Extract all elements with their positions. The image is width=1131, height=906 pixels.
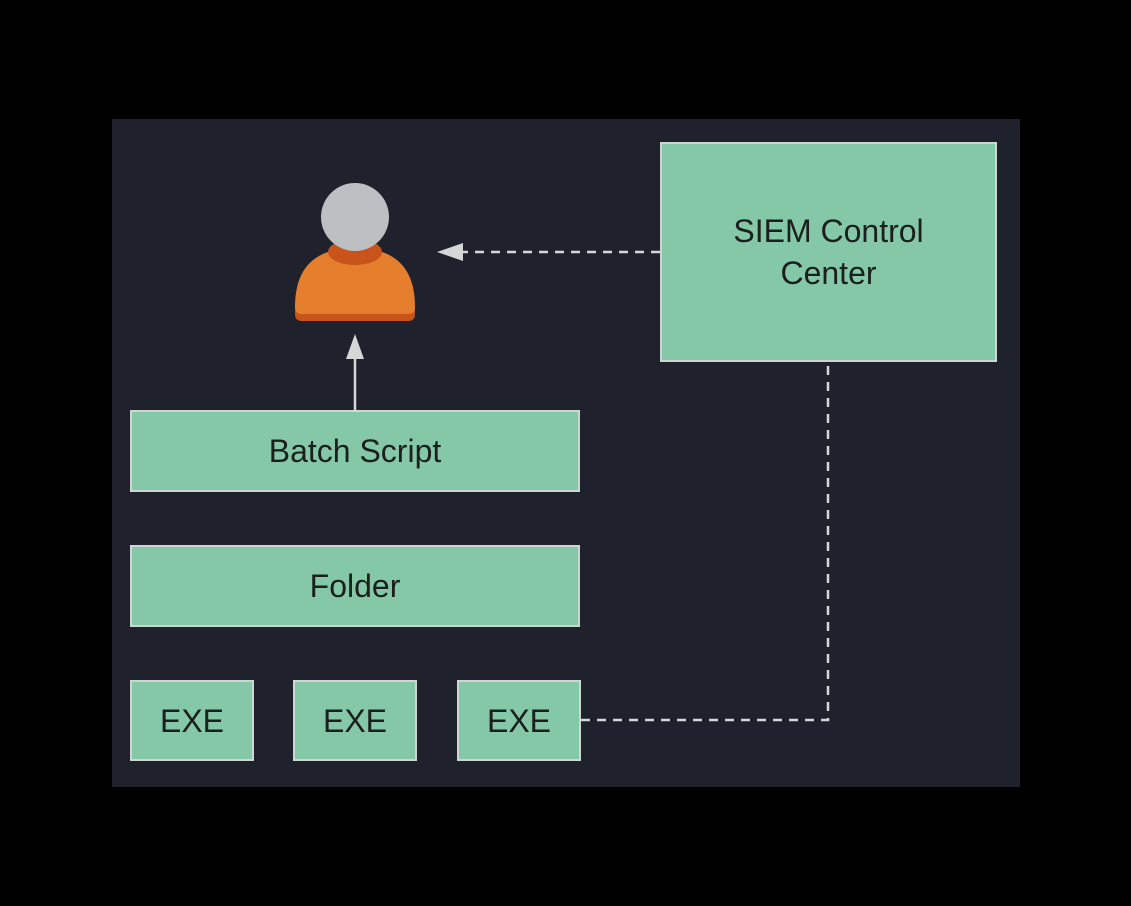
batch-script-box[interactable]: Batch Script [130, 410, 580, 492]
exe-box-2[interactable]: EXE [293, 680, 417, 761]
exe-label-3: EXE [486, 702, 552, 739]
exe-box-3[interactable]: EXE [457, 680, 581, 761]
exe-label-2: EXE [322, 702, 388, 739]
siem-control-center-label: SIEM Control Center [733, 213, 924, 291]
folder-label: Folder [309, 568, 401, 604]
exe-label-1: EXE [159, 702, 225, 739]
folder-box[interactable]: Folder [130, 545, 580, 627]
exe-box-1[interactable]: EXE [130, 680, 254, 761]
batch-script-label: Batch Script [268, 433, 442, 469]
siem-control-center-box[interactable]: SIEM Control Center [660, 142, 997, 362]
